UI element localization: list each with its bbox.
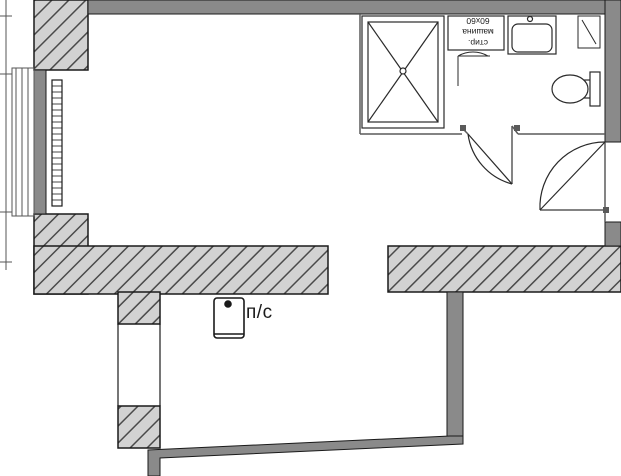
wall-top-left-column — [33, 0, 89, 71]
balcony-pier-bottom — [117, 405, 161, 449]
wall-top — [87, 0, 621, 15]
balcony-wall-bottom — [147, 435, 464, 476]
bath-cabinet — [577, 15, 601, 49]
structural-walls — [33, 0, 621, 449]
radiator — [51, 79, 63, 207]
wall-bottom-left-horizontal — [33, 245, 329, 295]
wall-bottom-right-horizontal — [387, 245, 621, 293]
washing-machine-box — [447, 15, 505, 51]
balcony-pier-top — [117, 291, 161, 325]
wall-right-stub — [604, 221, 621, 247]
window-pier — [33, 69, 47, 215]
toilet — [551, 71, 601, 107]
balcony-wall-right — [446, 291, 464, 445]
faucet-icon — [526, 15, 534, 23]
sink — [507, 15, 557, 55]
entrance-door[interactable] — [539, 141, 606, 211]
washer-door-swing — [457, 51, 490, 86]
washing-machine-label: стир. машина 60х60 — [452, 16, 504, 48]
shower-drain-icon — [399, 67, 407, 75]
shower-tray — [361, 15, 445, 129]
bathroom-door[interactable] — [467, 133, 513, 185]
window-reveal — [46, 60, 89, 228]
wall-right — [604, 0, 621, 143]
room-label: п/с — [246, 302, 273, 323]
washing-machine-label-line2: 60х60 — [466, 16, 490, 26]
balcony-outline — [117, 324, 161, 406]
solid-walls — [33, 0, 621, 476]
left-window — [0, 0, 35, 270]
wall-posts — [460, 125, 609, 213]
washing-machine-label-line1: стир. машина — [462, 27, 494, 48]
utility-sink-icon — [213, 297, 245, 339]
